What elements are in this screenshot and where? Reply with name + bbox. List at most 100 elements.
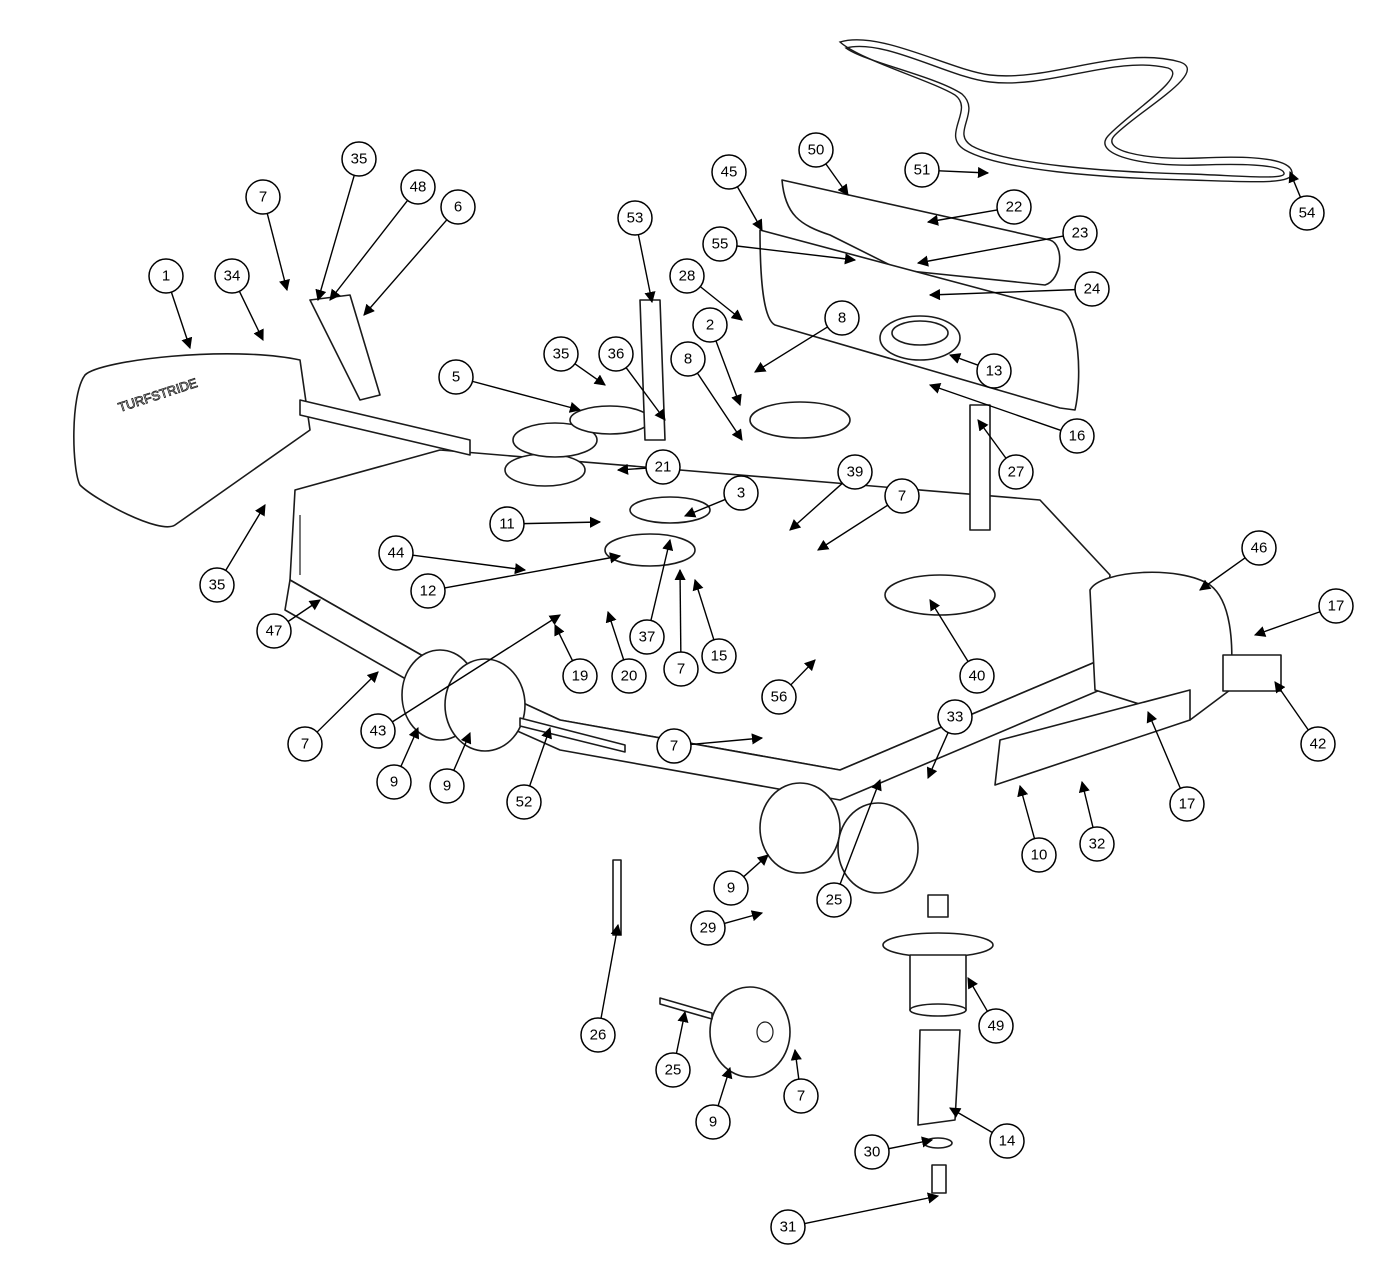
callout-number: 47 <box>266 623 283 640</box>
callout-7: 7 <box>817 478 920 551</box>
callout-leader-line <box>444 552 622 589</box>
callout-circle <box>770 1209 806 1245</box>
callout-7: 7 <box>656 728 764 764</box>
callout-35: 35 <box>543 336 606 386</box>
callout-leader-line <box>839 778 882 885</box>
callout-leader-line <box>790 1048 802 1080</box>
callout-leader-line <box>817 504 889 551</box>
callout-number: 43 <box>370 723 387 740</box>
callout-25: 25 <box>816 778 882 918</box>
callout-leader-line <box>266 213 290 292</box>
callout-circle <box>670 341 706 377</box>
callout-number: 28 <box>679 268 696 285</box>
callout-circle <box>1021 837 1057 873</box>
callout-leader-line <box>724 910 764 925</box>
callout-leader-line <box>736 186 763 231</box>
callout-leader-line <box>699 286 743 321</box>
callout-circle <box>1300 726 1336 762</box>
callout-9: 9 <box>713 854 769 906</box>
callout-number: 19 <box>572 668 589 685</box>
callout-number: 21 <box>655 459 672 476</box>
callout-56: 56 <box>761 659 816 715</box>
callout-54: 54 <box>1288 170 1325 231</box>
callout-circle <box>783 1078 819 1114</box>
callout-circle <box>400 169 436 205</box>
callout-circle <box>1062 215 1098 251</box>
callout-leader-line <box>926 732 949 780</box>
callout-circle <box>598 336 634 372</box>
callout-circle <box>695 1104 731 1140</box>
callout-circle <box>645 449 681 485</box>
callout-number: 37 <box>639 629 656 646</box>
callout-17: 17 <box>1146 710 1205 822</box>
callout-leader-line <box>472 380 582 413</box>
callout-number: 14 <box>999 1133 1016 1150</box>
callout-number: 31 <box>780 1219 797 1236</box>
callout-number: 20 <box>621 668 638 685</box>
callout-circle <box>376 764 412 800</box>
callout-number: 53 <box>627 210 644 227</box>
callout-number: 44 <box>388 545 405 562</box>
callout-circle <box>669 258 705 294</box>
callout-circle <box>1241 530 1277 566</box>
callout-number: 56 <box>771 689 788 706</box>
callout-number: 30 <box>864 1144 881 1161</box>
callout-number: 8 <box>684 351 692 368</box>
callout-19: 19 <box>554 623 598 694</box>
callout-21: 21 <box>616 449 681 485</box>
callout-circle <box>378 535 414 571</box>
callout-circle <box>410 573 446 609</box>
callout-number: 22 <box>1006 199 1023 216</box>
callout-number: 52 <box>516 794 533 811</box>
skid-plate <box>994 689 1191 786</box>
callout-3: 3 <box>683 475 759 518</box>
callout-circle <box>489 506 525 542</box>
callout-23: 23 <box>916 215 1098 267</box>
callout-leader-line <box>675 1010 689 1054</box>
callout-7: 7 <box>287 671 379 762</box>
callout-circle <box>256 613 292 649</box>
callout-leader-line <box>690 733 764 746</box>
callout-circle <box>701 638 737 674</box>
callout-leader-line <box>625 367 666 421</box>
callout-circle <box>1289 195 1325 231</box>
callout-leader-line <box>600 923 622 1019</box>
callout-2: 2 <box>692 307 742 407</box>
callout-leader-line <box>616 463 647 475</box>
height-adjust-linkage <box>299 294 991 531</box>
callout-number: 2 <box>706 317 714 334</box>
callout-circle <box>798 132 834 168</box>
callout-number: 34 <box>224 268 241 285</box>
callout-circle <box>663 651 699 687</box>
callout-number: 7 <box>670 738 678 755</box>
callout-24: 24 <box>928 271 1110 307</box>
callout-circle <box>824 300 860 336</box>
callout-leader-line <box>316 671 379 733</box>
callout-16: 16 <box>928 383 1095 454</box>
callout-number: 7 <box>898 488 906 505</box>
callout-number: 48 <box>410 179 427 196</box>
callout-13: 13 <box>948 353 1012 389</box>
callout-number: 7 <box>301 736 309 753</box>
callout-number: 12 <box>420 583 437 600</box>
callout-number: 27 <box>1008 464 1025 481</box>
callout-number: 7 <box>677 661 685 678</box>
callout-number: 35 <box>209 577 226 594</box>
callout-circle <box>214 258 250 294</box>
spindle-pulley-right <box>749 401 996 616</box>
blade-bolt <box>923 1137 953 1194</box>
callout-number: 8 <box>838 310 846 327</box>
callout-leader-line <box>1274 681 1309 731</box>
callout-circle <box>1079 826 1115 862</box>
callout-leader-line <box>949 1107 993 1134</box>
callout-number: 35 <box>553 346 570 363</box>
callout-9: 9 <box>376 726 420 800</box>
callout-number: 33 <box>947 709 964 726</box>
callout-circle <box>655 1052 691 1088</box>
callout-circle <box>884 478 920 514</box>
callout-40: 40 <box>929 599 995 694</box>
callout-circle <box>543 336 579 372</box>
callout-8: 8 <box>670 341 743 441</box>
callout-48: 48 <box>329 169 436 301</box>
